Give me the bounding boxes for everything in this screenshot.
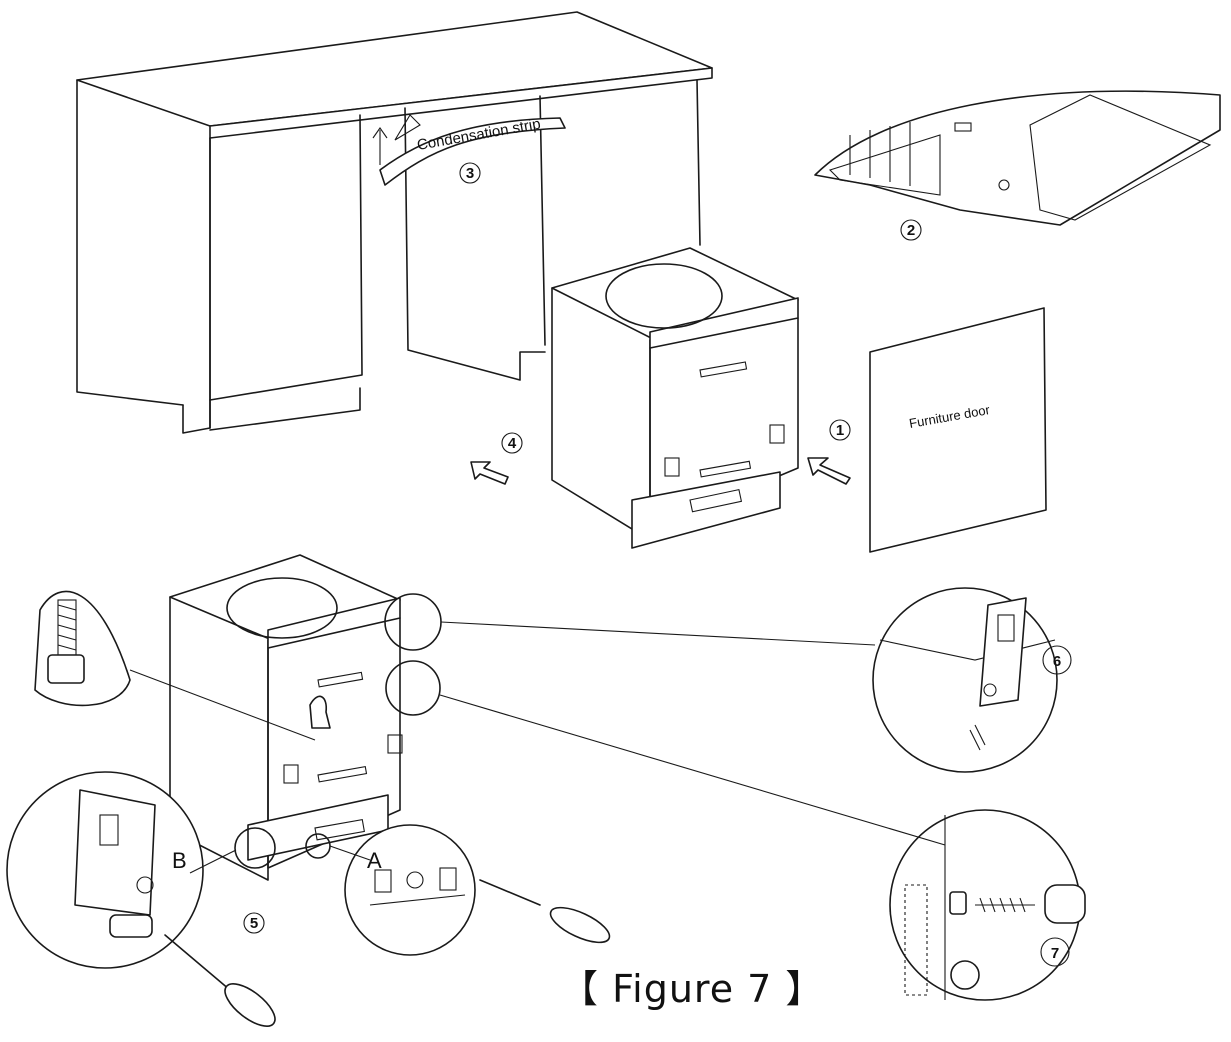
dishwasher-bottom	[169, 554, 403, 881]
dishwasher-top	[551, 247, 799, 549]
svg-text:3: 3	[466, 165, 474, 182]
detail-step-2	[814, 90, 1221, 226]
step-3-marker: 3	[459, 162, 481, 184]
furniture-door: Furniture door	[869, 307, 1047, 553]
svg-text:7: 7	[1051, 945, 1059, 962]
detail-step-7	[385, 660, 1086, 1001]
arrow-step-4	[470, 461, 509, 485]
step-1-marker: 1	[829, 419, 851, 441]
detail-b: B	[6, 771, 276, 1027]
label-b: B	[172, 848, 187, 873]
label-a: A	[367, 848, 382, 873]
kitchen-cabinet	[76, 11, 713, 434]
svg-text:5: 5	[250, 915, 258, 932]
detail-step-6	[384, 587, 1058, 773]
leg-detail-callout	[34, 590, 316, 741]
step-2-marker: 2	[900, 219, 922, 241]
step-4-marker: 4	[501, 432, 523, 454]
svg-text:6: 6	[1053, 653, 1061, 670]
svg-text:4: 4	[508, 435, 517, 452]
figure-caption: 【 Figure 7 】	[560, 967, 825, 1011]
step-7-marker: 7	[1040, 937, 1070, 967]
step-5-marker: 5	[243, 912, 265, 934]
step-markers: 1 2 3 4 5 6 7	[243, 162, 1072, 967]
step-6-marker: 6	[1042, 645, 1072, 675]
detail-a: A	[305, 824, 611, 956]
condensation-strip-label: Condensation strip	[416, 115, 542, 153]
up-arrow-icon	[372, 127, 388, 165]
arrow-step-1	[807, 457, 851, 485]
svg-text:1: 1	[836, 422, 844, 439]
svg-text:2: 2	[907, 222, 915, 239]
